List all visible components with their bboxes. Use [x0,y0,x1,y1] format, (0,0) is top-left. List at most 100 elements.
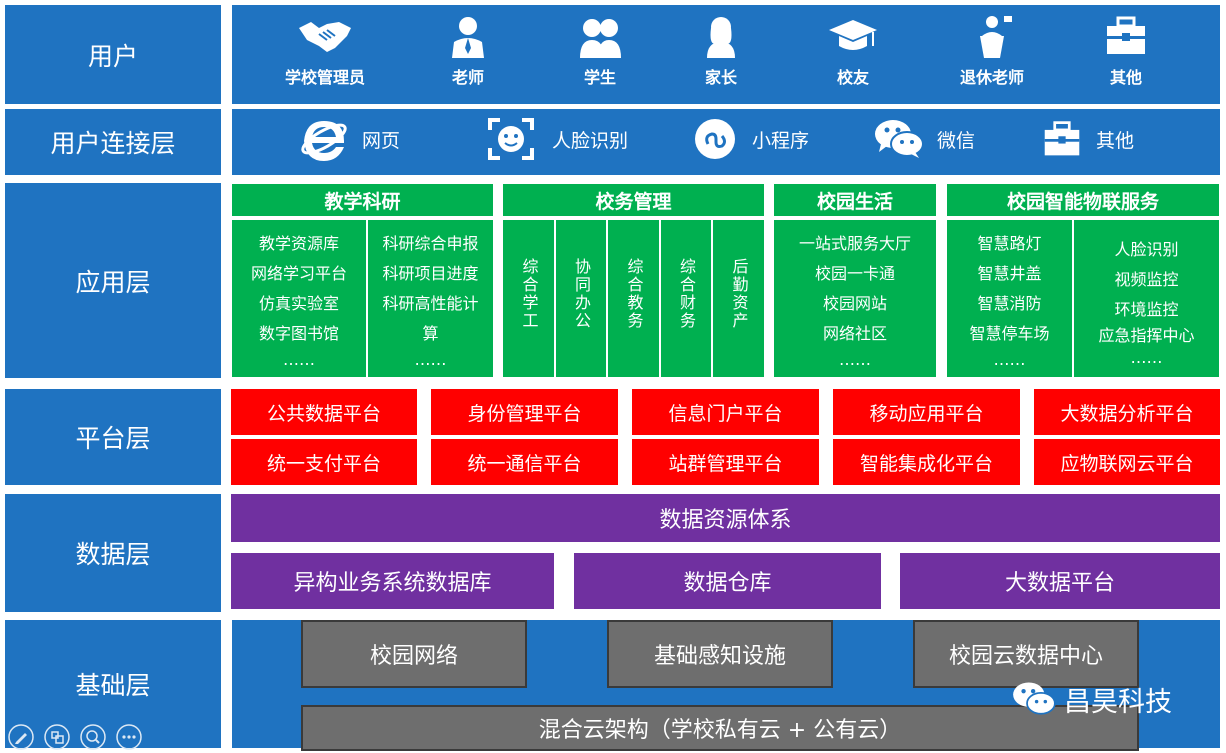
watermark-text: 昌昊科技 [1064,686,1172,718]
app-affairs-col: 综合学工 [502,219,555,378]
connect-item: 微信 [873,114,975,164]
toolbox-icon [1044,121,1080,156]
infra-box: 校园云数据中心 [913,620,1139,688]
infra-label: 混合云架构（学校私有云 + 公有云） [538,718,902,743]
platform-box: 信息门户平台 [632,389,819,435]
user-item: 学生 [550,14,650,88]
app-item: 视频监控 [1114,270,1179,289]
app-item: …… [414,350,447,369]
toolbox-icon [1107,16,1145,54]
data-box: 数据仓库 [574,553,881,609]
platform-box: 大数据分析平台 [1034,389,1220,435]
app-affairs-col: 后勤资产 [712,219,765,378]
data-label: 异构业务系统数据库 [293,571,492,596]
app-iot-title: 校园智能物联服务 [946,183,1220,217]
connect-label: 网页 [362,129,401,152]
pen-icon[interactable] [8,724,34,750]
platform-label: 大数据分析平台 [1060,402,1194,425]
slide-toolbar [8,724,153,750]
platform-box: 公共数据平台 [231,389,417,435]
user-item: 退休老师 [942,14,1042,88]
app-item: 网络学习平台 [250,264,347,283]
platform-box: 站群管理平台 [632,439,819,485]
handshake-icon [299,22,351,52]
connect-label: 微信 [937,129,976,152]
app-item: …… [1130,348,1163,367]
teacher-icon [452,17,484,58]
data-label: 大数据平台 [1004,571,1115,596]
app-teaching-title: 教学科研 [231,183,494,217]
user-label: 家长 [704,68,737,87]
app-item: 网络社区 [822,324,887,343]
platform-label: 统一通信平台 [467,452,582,475]
app-item: 一站式服务大厅 [798,234,911,253]
app-affairs-col: 综合财务 [660,219,712,378]
app-item: 综合学工 [519,258,539,330]
layer-label-platform: 平台层 [5,389,221,485]
app-title-text: 校务管理 [595,190,672,213]
user-item: 校友 [803,14,903,88]
layer-label-user: 用户 [5,5,221,104]
infra-label: 基础感知设施 [653,644,786,669]
app-item: …… [283,350,315,369]
app-item: 科研高性能计 [382,294,479,313]
graduation-cap-icon [829,20,877,50]
layer-label-text: 用户 [87,41,138,71]
user-item: 其他 [1076,14,1176,88]
connect-label: 其他 [1096,129,1135,152]
app-item: 应急指挥中心 [1098,326,1195,345]
infra-label: 校园云数据中心 [948,644,1103,669]
platform-label: 移动应用平台 [869,402,984,425]
slides-grid-icon[interactable] [44,724,70,750]
students-icon [580,19,621,58]
data-resource-system: 数据资源体系 [231,494,1220,542]
app-item: 科研项目进度 [382,264,479,283]
watermark: 昌昊科技 [1010,676,1172,722]
wechat-icon [875,120,924,158]
user-label: 其他 [1109,68,1142,87]
infra-label: 校园网络 [369,644,458,669]
user-item: 老师 [418,14,518,88]
app-item: 校园网站 [822,294,887,313]
user-item: 学校管理员 [275,14,375,88]
layer-label-text: 基础层 [75,671,151,700]
data-label: 数据资源体系 [659,508,792,533]
app-item: 综合财务 [677,258,696,330]
app-item: 人脸识别 [1114,240,1179,259]
parent-icon [707,17,735,58]
user-label: 学校管理员 [284,68,365,87]
layer-label-data: 数据层 [5,494,221,612]
platform-box: 应物联网云平台 [1034,439,1220,485]
connect-item: 小程序 [694,114,809,164]
podium-speaker-icon [980,16,1012,58]
app-item: 算 [422,324,439,343]
user-label: 校友 [836,68,869,87]
app-item: …… [993,350,1026,369]
app-iot-left: 智慧路灯 智慧井盖 智慧消防 智慧停车场 …… [946,219,1073,378]
layer-label-infra: 基础层 [5,620,221,748]
zoom-icon[interactable] [80,724,106,750]
app-item: 智慧井盖 [977,264,1042,283]
platform-label: 身份管理平台 [467,402,582,425]
app-life-body: 一站式服务大厅 校园一卡通 校园网站 网络社区 …… [773,219,937,378]
app-item: 智慧消防 [977,294,1042,313]
layer-label-text: 用户连接层 [50,129,176,158]
face-scan-icon [488,118,534,160]
platform-box: 统一通信平台 [431,439,618,485]
more-options-icon[interactable] [116,724,142,750]
connect-label: 人脸识别 [552,129,629,152]
platform-label: 站群管理平台 [668,452,783,475]
layer-label-text: 数据层 [75,540,151,569]
app-item: 协同办公 [572,258,591,330]
app-item: 综合教务 [624,258,644,330]
data-label: 数据仓库 [683,571,772,596]
infra-box: 校园网络 [301,620,527,688]
connect-item: 人脸识别 [486,114,628,164]
app-affairs-col: 协同办公 [555,219,607,378]
data-box: 异构业务系统数据库 [231,553,554,609]
platform-box: 移动应用平台 [833,389,1020,435]
app-item: 教学资源库 [258,234,339,253]
platform-box: 统一支付平台 [231,439,417,485]
connect-label: 小程序 [752,129,810,152]
connect-item: 其他 [1040,114,1134,164]
